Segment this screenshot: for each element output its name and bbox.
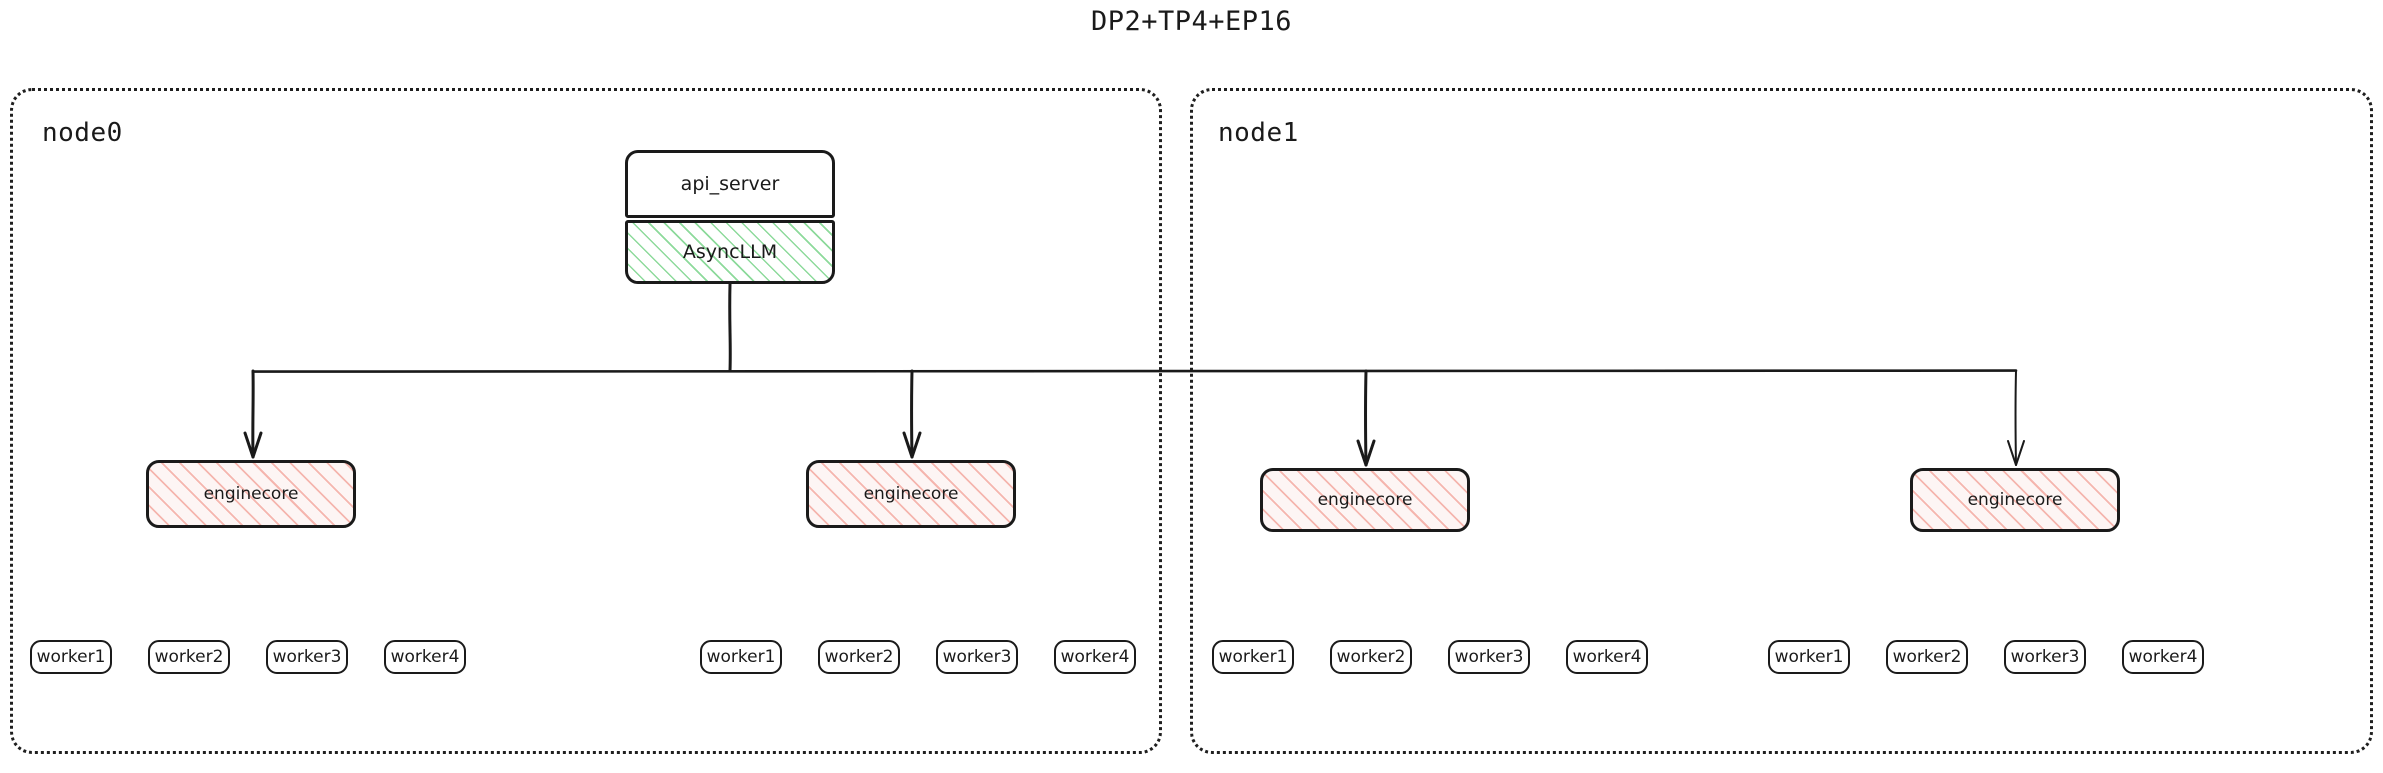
arrowhead-node0-ec1	[902, 431, 922, 459]
worker-box: worker1	[1212, 640, 1294, 674]
worker-box: worker2	[148, 640, 230, 674]
enginecore-box-node1-ec1-label: enginecore	[1967, 490, 2063, 510]
node-container-node1	[1190, 88, 2373, 754]
enginecore-box-node0-ec0: enginecore	[146, 460, 356, 528]
worker-box: worker2	[818, 640, 900, 674]
worker-label: worker3	[2010, 647, 2080, 667]
worker-label: worker2	[824, 647, 894, 667]
worker-label: worker3	[272, 647, 342, 667]
worker-box: worker1	[30, 640, 112, 674]
worker-box: worker2	[1886, 640, 1968, 674]
worker-label: worker1	[36, 647, 106, 667]
node-container-node0	[10, 88, 1162, 754]
arrowhead-node1-ec0	[1356, 439, 1376, 467]
enginecore-box-node1-ec0-label: enginecore	[1317, 490, 1413, 510]
arrowhead-node1-ec1	[2007, 440, 2025, 466]
enginecore-box-node1-ec1: enginecore	[1910, 468, 2120, 532]
worker-label: worker4	[2128, 647, 2198, 667]
worker-box: worker4	[2122, 640, 2204, 674]
api-server-box: api_server	[625, 150, 835, 218]
enginecore-box-node1-ec0: enginecore	[1260, 468, 1470, 532]
worker-label: worker2	[1336, 647, 1406, 667]
worker-label: worker1	[1774, 647, 1844, 667]
enginecore-box-node0-ec1: enginecore	[806, 460, 1016, 528]
worker-box: worker2	[1330, 640, 1412, 674]
worker-label: worker3	[1454, 647, 1524, 667]
worker-label: worker1	[1218, 647, 1288, 667]
worker-label: worker2	[1892, 647, 1962, 667]
worker-label: worker1	[706, 647, 776, 667]
async-llm-box-label: AsyncLLM	[682, 241, 778, 263]
arrowhead-node0-ec0	[243, 431, 263, 459]
worker-box: worker4	[1566, 640, 1648, 674]
worker-box: worker1	[700, 640, 782, 674]
worker-box: worker3	[266, 640, 348, 674]
edge-asyncllm-stem	[728, 282, 732, 373]
worker-box: worker4	[1054, 640, 1136, 674]
worker-box: worker4	[384, 640, 466, 674]
enginecore-box-node0-ec0-label: enginecore	[203, 484, 299, 504]
enginecore-box-node0-ec1-label: enginecore	[863, 484, 959, 504]
worker-label: worker4	[1060, 647, 1130, 667]
worker-box: worker3	[1448, 640, 1530, 674]
worker-box: worker1	[1768, 640, 1850, 674]
worker-label: worker2	[154, 647, 224, 667]
worker-box: worker3	[2004, 640, 2086, 674]
worker-label: worker3	[942, 647, 1012, 667]
worker-box: worker3	[936, 640, 1018, 674]
async-llm-box: AsyncLLM	[625, 220, 835, 284]
worker-label: worker4	[390, 647, 460, 667]
edge-horizontal-bus	[251, 369, 2018, 373]
api-server-box-label: api_server	[680, 173, 780, 195]
worker-label: worker4	[1572, 647, 1642, 667]
